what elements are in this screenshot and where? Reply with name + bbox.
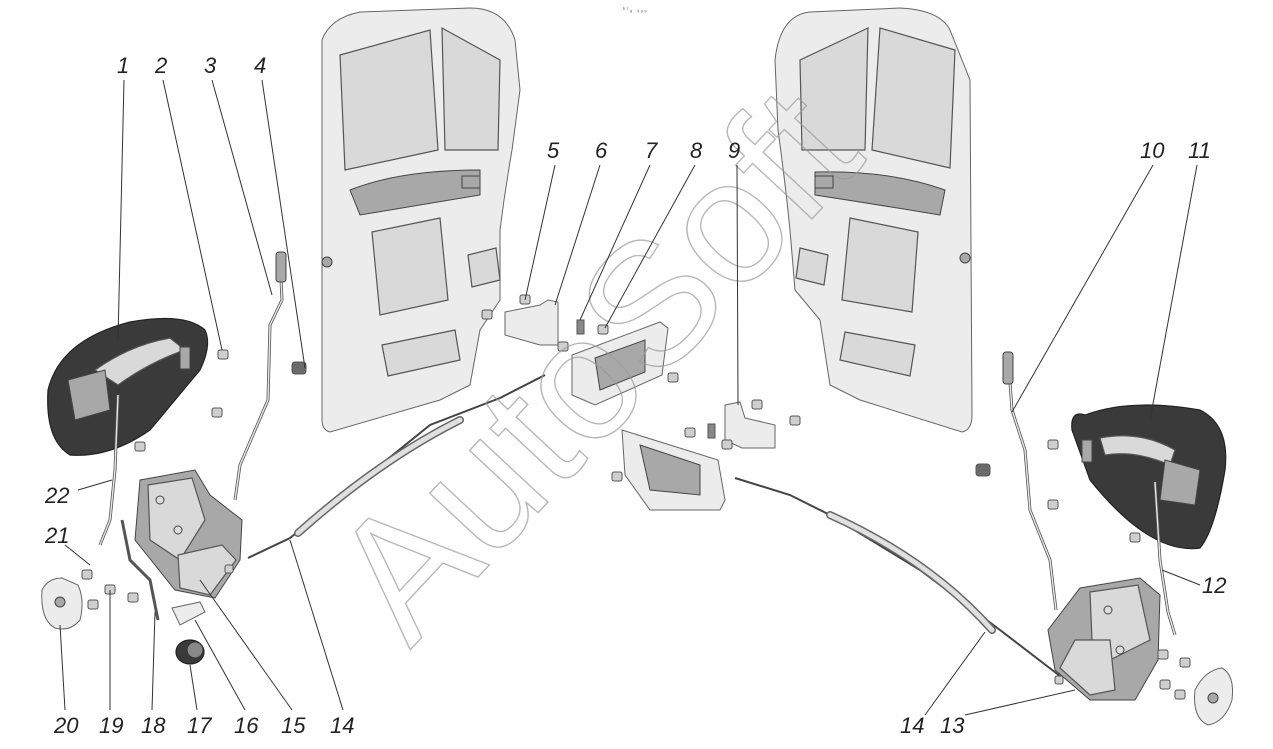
callout-9: 9 — [728, 138, 740, 163]
right-inner-handle — [621, 429, 726, 511]
callout-6: 6 — [595, 138, 608, 163]
callout-18: 18 — [141, 713, 166, 738]
callout-3: 3 — [204, 53, 217, 78]
right-cable — [734, 477, 1061, 677]
right-outer-handle — [1071, 404, 1227, 550]
bracket-right — [724, 401, 776, 449]
callout-17: 17 — [187, 713, 212, 738]
callout-14-right: 14 — [900, 713, 924, 738]
callout-11: 11 — [1188, 138, 1211, 163]
callout-10: 10 — [1140, 138, 1165, 163]
left-inner-handle — [571, 321, 669, 406]
right-door-lock — [1047, 577, 1161, 701]
callout-19: 19 — [99, 713, 123, 738]
lock-cylinder — [171, 601, 206, 665]
rods — [98, 251, 1177, 636]
callout-21: 21 — [44, 523, 69, 548]
bracket-left — [504, 299, 559, 346]
left-cable — [247, 374, 546, 559]
callout-4: 4 — [254, 53, 266, 78]
callout-2: 2 — [154, 53, 167, 78]
callout-1: 1 — [117, 53, 129, 78]
callout-16: 16 — [234, 713, 259, 738]
callout-5: 5 — [547, 138, 560, 163]
right-striker-plate — [1194, 667, 1233, 726]
leader-lines — [59, 79, 1201, 716]
right-door-panel — [774, 7, 973, 433]
left-door-lock — [134, 469, 243, 599]
left-striker-plate — [41, 577, 83, 630]
callout-14-left: 14 — [330, 713, 354, 738]
callout-15: 15 — [281, 713, 306, 738]
left-door-panel — [321, 7, 521, 433]
callout-labels: 1 2 3 4 5 6 7 8 9 10 11 12 13 14 15 16 1… — [44, 53, 1226, 738]
callout-13: 13 — [940, 713, 965, 738]
callout-22: 22 — [44, 483, 69, 508]
callout-20: 20 — [53, 713, 79, 738]
callout-7: 7 — [645, 138, 658, 163]
fasteners — [81, 294, 1191, 700]
left-outer-handle — [47, 317, 209, 456]
corner-mark: ⁵⁷₈ ₉₉₉ — [622, 7, 647, 14]
callout-8: 8 — [690, 138, 703, 163]
callout-12: 12 — [1202, 573, 1226, 598]
